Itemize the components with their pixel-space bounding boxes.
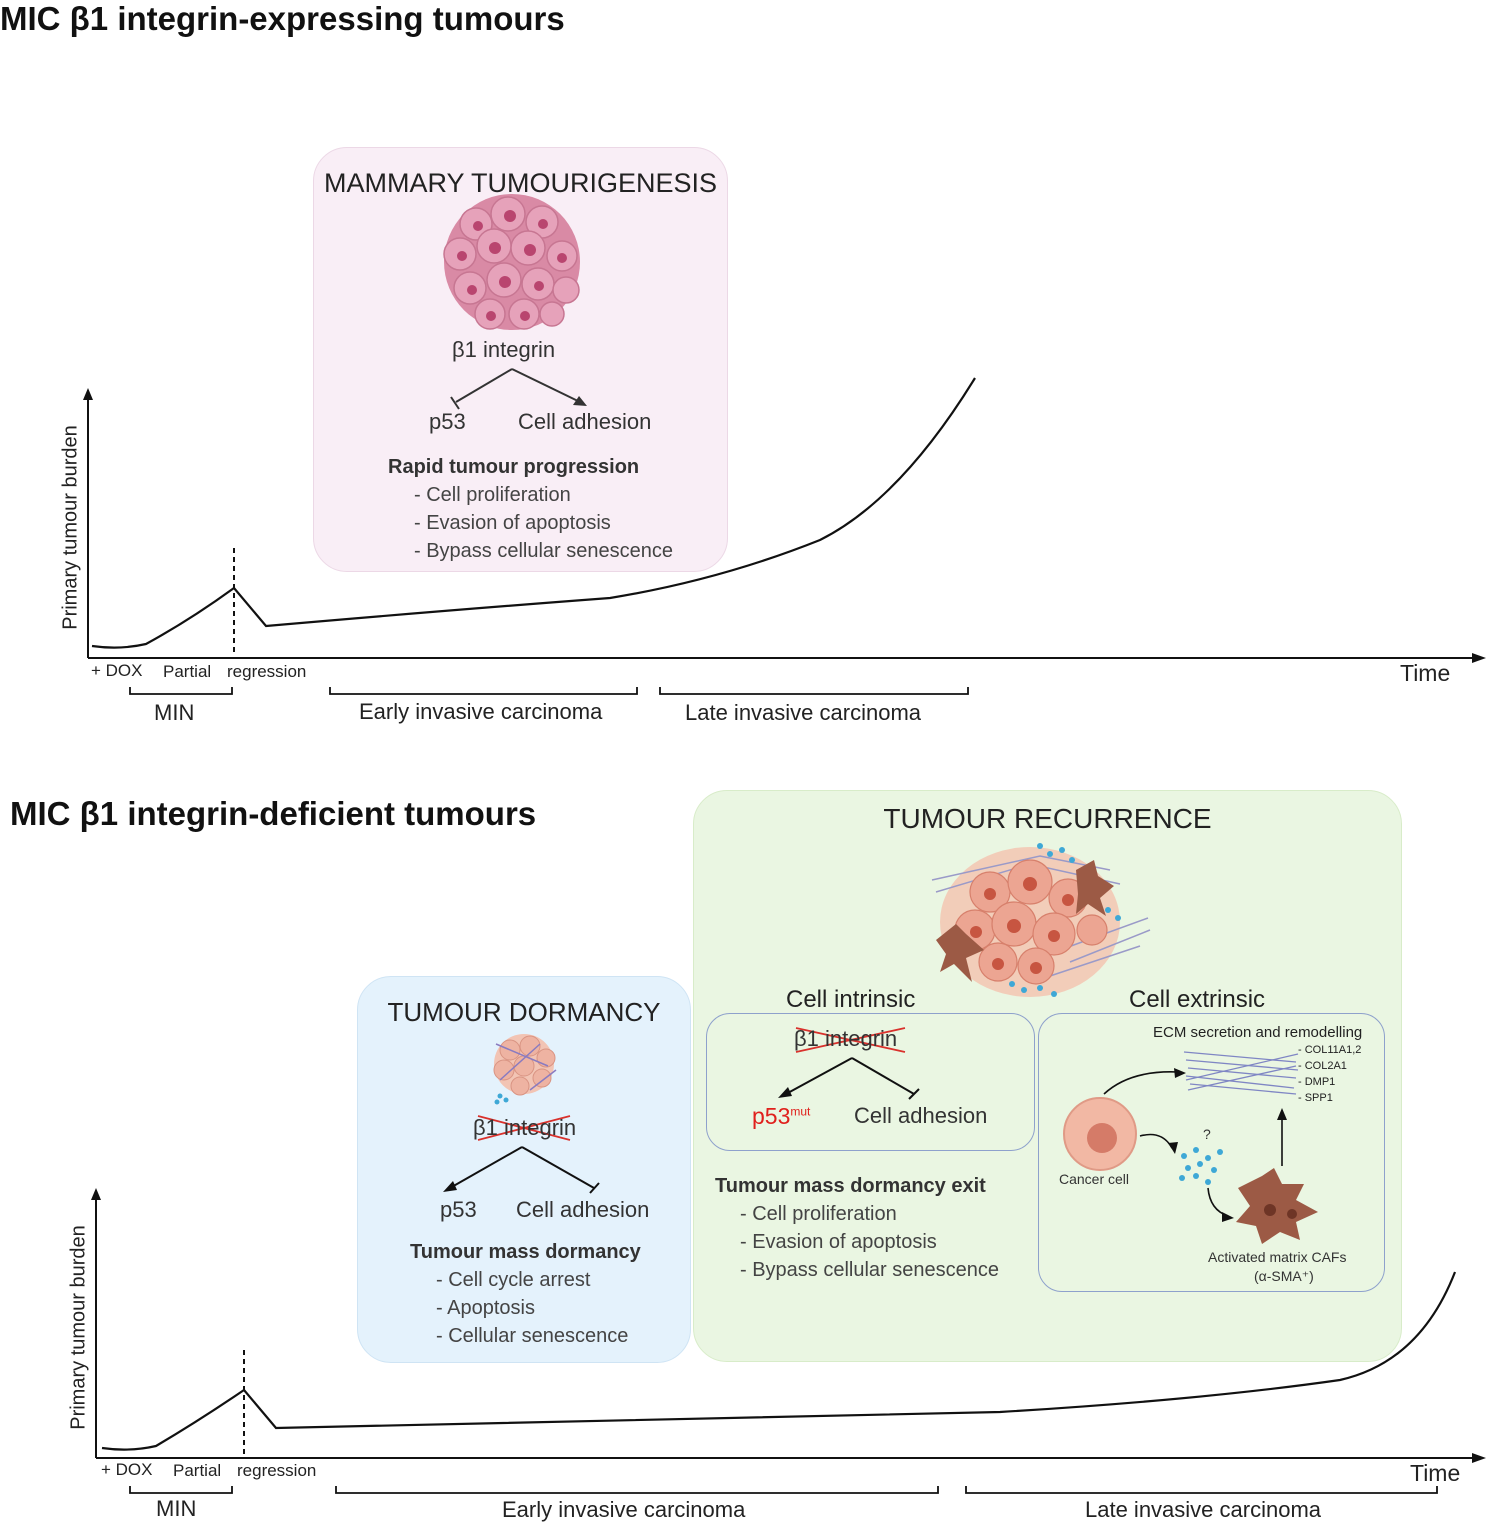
outcome-item: - Evasion of apoptosis [740,1231,937,1253]
dox-label: + DOX [91,661,143,680]
partial-label: Partial [173,1461,222,1480]
outcome-item: - Bypass cellular senescence [740,1259,1000,1281]
ecm-gene: - DMP1 [1298,1076,1336,1088]
phase-early: Early invasive carcinoma [502,1497,746,1522]
top-tumour-burden-curve [91,377,976,649]
outcome-item: - Cellular senescence [436,1325,629,1347]
phase-late: Late invasive carcinoma [1085,1497,1322,1522]
bottom-tumour-burden-curve [101,1271,1457,1451]
phase-late: Late invasive carcinoma [685,700,922,725]
cell-adhesion-label: Cell adhesion [518,409,652,434]
bottom-section-title: MIC β1 integrin-deficient tumours [10,795,537,832]
ecm-gene: - SPP1 [1298,1092,1333,1104]
secreted-factors-icon [1179,1147,1223,1185]
beta1-integrin-deleted-label: β1 integrin [473,1115,577,1140]
ecm-gene: - COL2A1 [1298,1060,1347,1072]
phase-min: MIN [154,700,195,725]
cell-extrinsic-label: Cell extrinsic [1129,986,1266,1013]
ecm-gene: - COL11A1,2 [1298,1044,1362,1056]
cancer-cell-label: Cancer cell [1059,1171,1130,1187]
outcome-heading: Rapid tumour progression [388,456,640,478]
outcome-heading: Tumour mass dormancy exit [715,1175,986,1197]
outcome-item: - Bypass cellular senescence [414,540,674,562]
beta1-integrin-deleted-label: β1 integrin [794,1026,898,1051]
panel-title: TUMOUR DORMANCY [387,997,661,1027]
cancer-cell-icon [1063,1097,1137,1171]
panel-title: TUMOUR RECURRENCE [883,803,1212,834]
top-section-title: MIC β1 integrin-expressing tumours [0,0,565,37]
regression-label: regression [237,1461,317,1480]
x-axis-label: Time [1410,1460,1461,1486]
panel-title: MAMMARY TUMOURIGENESIS [323,168,718,198]
cell-intrinsic-label: Cell intrinsic [786,986,916,1013]
caf-label: Activated matrix CAFs [1208,1249,1347,1265]
regression-label: regression [227,662,307,681]
dox-label: + DOX [101,1460,153,1479]
dormant-tumour-icon [493,1034,557,1105]
cell-adhesion-label: Cell adhesion [516,1197,650,1222]
partial-label: Partial [163,662,212,681]
beta1-integrin-label: β1 integrin [452,337,556,362]
p53-mutant-label: p53mut [752,1103,811,1129]
phase-min: MIN [156,1496,197,1521]
caf-cells-icon [1236,1168,1318,1244]
ecm-heading: ECM secretion and remodelling [1153,1024,1363,1041]
p53-label: p53 [429,409,466,434]
ecm-fibres-icon [1183,1051,1299,1095]
caf-marker-label: (α-SMA⁺) [1254,1268,1314,1284]
y-axis-label: Primary tumour burden [67,1225,90,1430]
outcome-item: - Evasion of apoptosis [414,512,611,534]
outcome-item: - Cell proliferation [740,1203,897,1225]
cell-extrinsic-box [1038,1013,1385,1292]
recurrent-tumour-icon [931,843,1151,997]
cell-intrinsic-box [706,1013,1035,1151]
tumour-cluster-icon [443,194,580,330]
p53-label: p53 [440,1197,477,1222]
outcome-item: - Cell proliferation [414,484,571,506]
outcome-item: - Cell cycle arrest [436,1269,591,1291]
outcome-item: - Apoptosis [436,1297,535,1319]
cell-adhesion-label: Cell adhesion [854,1103,988,1128]
question-mark: ? [1203,1126,1211,1142]
outcome-heading: Tumour mass dormancy [410,1241,641,1263]
phase-early: Early invasive carcinoma [359,699,603,724]
x-axis-label: Time [1400,660,1451,686]
